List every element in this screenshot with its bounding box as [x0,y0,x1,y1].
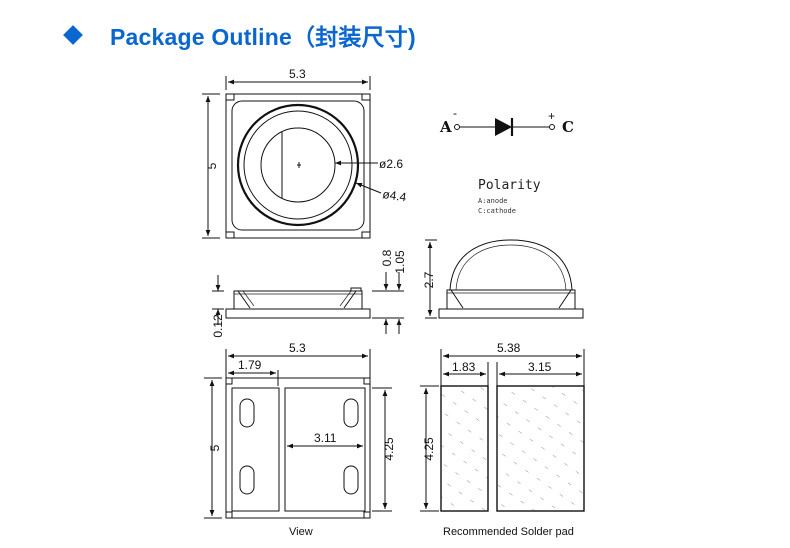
polarity-symbol: A - + C Polarity A:anode C:cathode [439,106,574,215]
anode-letter: A [439,118,452,136]
bottom-width-label: 5.3 [289,341,306,355]
pad-left-width-label: 1.83 [452,360,476,374]
dim-012-label: 0.12 [211,314,225,338]
cathode-letter: C [562,118,574,136]
solder-pad: 5.38 1.83 3.15 4.25 Recommended Solder p… [420,341,585,538]
polarity-title: Polarity [478,178,541,193]
dim-105-label: 1.05 [393,250,407,274]
pad-width-label: 1.79 [238,358,262,372]
cathode-note: C:cathode [478,207,516,215]
diode-icon [495,118,512,136]
bottom-view: 5.3 1.79 5 3.11 4.25 View [204,341,396,538]
anode-note: A:anode [478,197,508,205]
top-height-label: 5 [205,162,219,169]
side-view-dome: 2.7 [422,239,584,319]
section-header: Package Outline（封装尺寸) [62,18,416,52]
bottom-view-caption: View [289,526,313,538]
lens-outer-label: ø4.4 [382,187,408,204]
inner-width-label: 3.11 [314,431,337,445]
pad-right-width-label: 3.15 [528,360,552,374]
plus-sign: + [548,109,555,123]
solder-pad-caption: Recommended Solder pad [443,526,574,538]
solder-pad-right [496,385,585,512]
pad-total-width-label: 5.38 [497,341,521,355]
minus-sign: - [453,106,457,120]
dim-08-label: 0.8 [380,249,394,266]
bottom-height-label: 5 [208,444,222,451]
section-title: Package Outline（封装尺寸) [110,24,416,50]
solder-height-label: 4.25 [422,437,436,461]
dim-27-label: 2.7 [422,271,436,288]
top-width-label: 5.3 [289,67,306,81]
solder-pad-left [440,385,489,512]
side-view-flat: 0.12 0.8 1.05 [211,249,407,337]
pad-height-label: 4.25 [382,437,396,461]
top-view: 5.3 5 ø2.6 ø4.4 [202,67,408,239]
lens-inner-label: ø2.6 [379,157,403,171]
